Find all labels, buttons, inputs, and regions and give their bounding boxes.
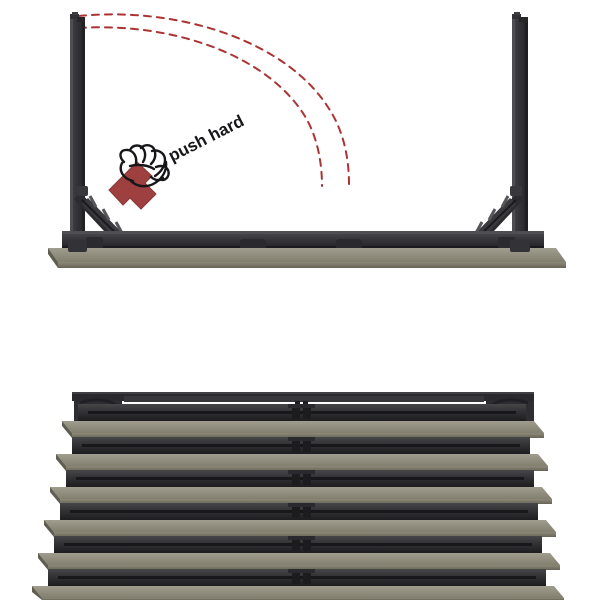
left-upright-post [70,12,85,252]
stack-layer [32,569,564,600]
left-post-foot [68,240,87,252]
arrow-down-left-icon [108,161,157,210]
center-hinge-icon [288,470,315,485]
stack-layer [50,470,552,504]
center-hinge-icon [288,437,315,452]
center-hinge-icon [288,569,315,584]
stack-layer [38,536,560,570]
motion-arc-inner [78,26,323,187]
stack-layer [56,437,548,471]
base-plate [48,248,566,268]
center-hinge-icon [288,503,315,518]
motion-arc-group [78,13,350,187]
right-upright-post [512,12,528,252]
center-hinge-icon [288,536,315,551]
upright-rack-group: push hard [48,12,566,268]
stack-layer [62,404,544,438]
stacked-rack-group [32,392,564,600]
hand-fist-icon [119,144,170,188]
center-hinge-icon [288,404,315,419]
motion-arc-outer [78,13,350,185]
stack-layer [44,503,556,537]
right-post-foot [510,240,530,252]
